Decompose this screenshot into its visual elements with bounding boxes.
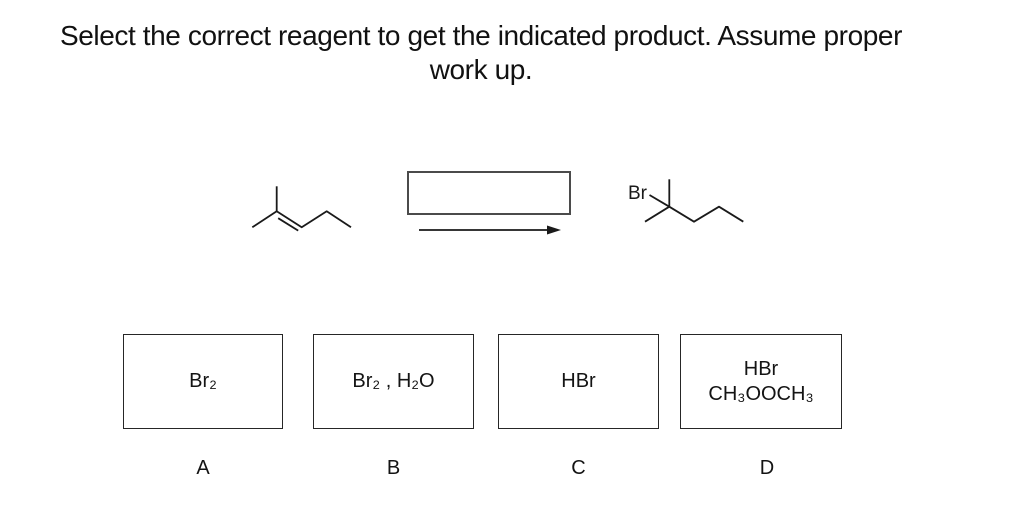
option-d-reagent-line2: CH₃OOCH₃ (708, 382, 814, 405)
question-title: Select the correct reagent to get the in… (0, 19, 962, 87)
reactant-structure (251, 186, 352, 232)
reagent-answer-box[interactable] (407, 171, 571, 215)
option-c-label: C (571, 457, 586, 479)
option-c-box[interactable]: HBr (498, 334, 659, 429)
option-a-label: A (196, 457, 210, 479)
option-a-box[interactable]: Br₂ (123, 334, 283, 429)
product-br-label: Br (628, 183, 648, 204)
option-d-box[interactable]: HBr CH₃OOCH₃ (680, 334, 842, 429)
question-title-line2: work up. (429, 54, 533, 85)
product-structure: Br (628, 179, 744, 223)
option-b-label: B (386, 457, 401, 479)
reaction-arrow-icon (419, 225, 561, 235)
option-d-label: D (759, 457, 775, 479)
option-c-reagent: HBr (561, 370, 596, 392)
option-d-reagent-line1: HBr (743, 357, 779, 380)
option-b-reagent: Br₂ , H₂O (352, 370, 435, 392)
option-b-box[interactable]: Br₂ , H₂O (313, 334, 474, 429)
option-a-reagent: Br₂ (189, 370, 217, 392)
question-title-line1: Select the correct reagent to get the in… (59, 20, 903, 51)
